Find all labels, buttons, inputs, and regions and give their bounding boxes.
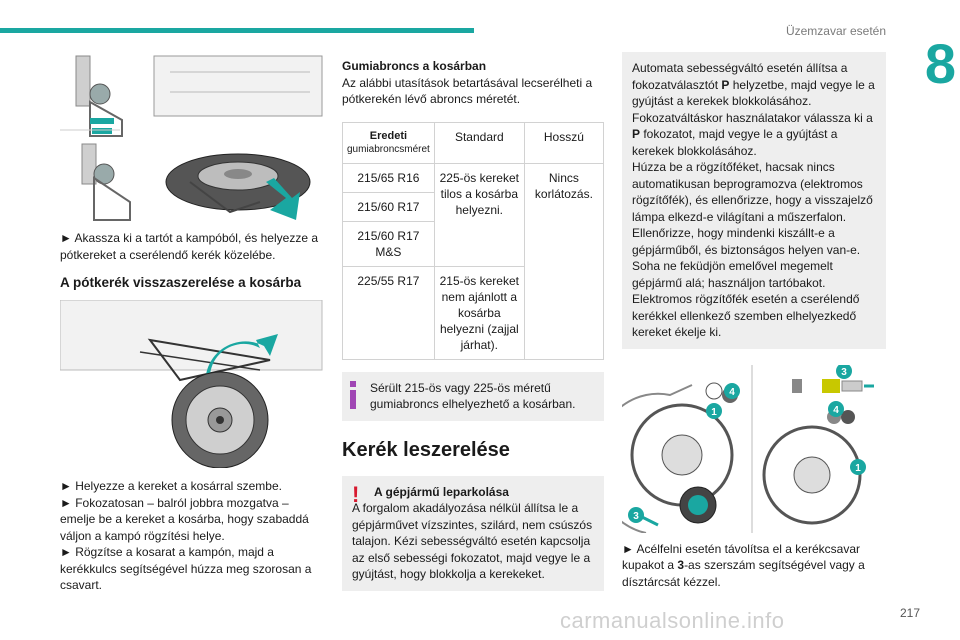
info-note-text: Sérült 215-ös vagy 225-ös méretű gumiabr… bbox=[370, 380, 576, 412]
tyre-basket-intro: Az alábbi utasítások betartásával lecser… bbox=[342, 75, 593, 107]
watermark: carmanualsonline.info bbox=[560, 608, 785, 633]
wheel-removal-illustration: 3 4 1 4 1 3 bbox=[622, 364, 886, 533]
info-text-2: Fokozatváltáskor használatakor válassza … bbox=[632, 110, 873, 158]
column-middle: Gumiabroncs a kosárban Az alábbi utasítá… bbox=[342, 52, 605, 591]
info-text-5: Soha ne feküdjön emelővel megemelt gépjá… bbox=[632, 259, 833, 290]
column-left: ► Akassza ki a tartót a kampóból, és hel… bbox=[60, 52, 324, 594]
info-text-6: Elektromos rögzítőfék esetén a cserélend… bbox=[632, 292, 860, 339]
page-number: 217 bbox=[899, 606, 920, 620]
step-1: ► Helyezze a kereket a kosárral szembe. bbox=[60, 479, 282, 493]
table-cell-standard: 225-ös kereket tilos a kosárba helyezni. bbox=[433, 162, 525, 267]
callout-1-right: 1 bbox=[850, 458, 866, 475]
tyre-basket-title: Gumiabroncs a kosárban bbox=[342, 59, 487, 73]
svg-text:4: 4 bbox=[833, 405, 839, 416]
callout-4-left: 4 bbox=[724, 382, 740, 399]
column-right: Automata sebességváltó esetén állítsa a … bbox=[622, 52, 886, 590]
step-3: ► Rögzítse a kosarat a kampón, majd a ke… bbox=[60, 545, 312, 592]
callout-3-top: 3 bbox=[836, 364, 852, 379]
warning-title: A gépjármű leparkolása bbox=[374, 484, 509, 499]
table-header-standard: Standard bbox=[433, 121, 525, 164]
table-header-original: Eredeti gumiabroncsméret bbox=[342, 121, 435, 164]
warning-box: ! A gépjármű leparkolása A forgalom akad… bbox=[342, 475, 604, 591]
section-title-wheel-removal: Kerék leszerelése bbox=[342, 438, 510, 461]
table-cell-standard: 215-ös kereket nem ajánlott a kosárba he… bbox=[433, 265, 525, 360]
svg-text:1: 1 bbox=[855, 463, 861, 474]
info-text-1: Automata sebességváltó esetén állítsa a … bbox=[632, 61, 875, 108]
parking-info-box: Automata sebességváltó esetén állítsa a … bbox=[622, 52, 886, 349]
info-note: Sérült 215-ös vagy 225-ös méretű gumiabr… bbox=[342, 371, 604, 421]
table-header-long: Hosszú bbox=[523, 121, 605, 164]
svg-text:4: 4 bbox=[729, 387, 735, 398]
step-2: ► Fokozatosan – balról jobbra mozgatva –… bbox=[60, 495, 309, 543]
instruction-unhook: ► Akassza ki a tartót a kampóból, és hel… bbox=[60, 231, 319, 262]
table-cell-size: 225/55 R17 bbox=[342, 265, 435, 360]
callout-3-bottom: 3 bbox=[628, 506, 644, 523]
callout-1-left: 1 bbox=[706, 402, 722, 419]
info-text-3: Húzza be a rögzítőféket, hacsak nincs au… bbox=[632, 160, 873, 224]
spare-wheel-hook-illustration bbox=[60, 52, 324, 222]
table-cell-size: 215/60 R17 bbox=[342, 191, 435, 222]
section-heading-reinstall: A pótkerék visszaszerelése a kosárba bbox=[60, 275, 302, 290]
info-icon bbox=[350, 380, 356, 409]
warning-icon: ! bbox=[352, 481, 360, 507]
chapter-number: 8 bbox=[924, 32, 956, 95]
callout-4-right: 4 bbox=[828, 400, 844, 417]
hubcap-instruction: ► Acélfelni esetén távolítsa el a kerékc… bbox=[622, 541, 865, 589]
table-cell-size: 215/65 R16 bbox=[342, 162, 435, 193]
chapter-title: Üzemzavar esetén bbox=[785, 24, 886, 38]
table-cell-size: 215/60 R17 M&S bbox=[342, 220, 435, 267]
header-accent-bar bbox=[0, 28, 474, 33]
spare-wheel-basket-illustration bbox=[60, 300, 324, 468]
info-text-4: Ellenőrizze, hogy mindenki kiszállt-e a … bbox=[632, 226, 861, 257]
tyre-size-table: Eredeti gumiabroncsméret Standard Hosszú… bbox=[342, 121, 605, 360]
svg-text:1: 1 bbox=[711, 407, 717, 418]
warning-text: A forgalom akadályozása nélkül állítsa l… bbox=[352, 501, 593, 581]
svg-text:3: 3 bbox=[633, 511, 639, 522]
svg-text:3: 3 bbox=[841, 367, 847, 378]
table-cell-long: Nincs korlátozás. bbox=[523, 162, 605, 360]
